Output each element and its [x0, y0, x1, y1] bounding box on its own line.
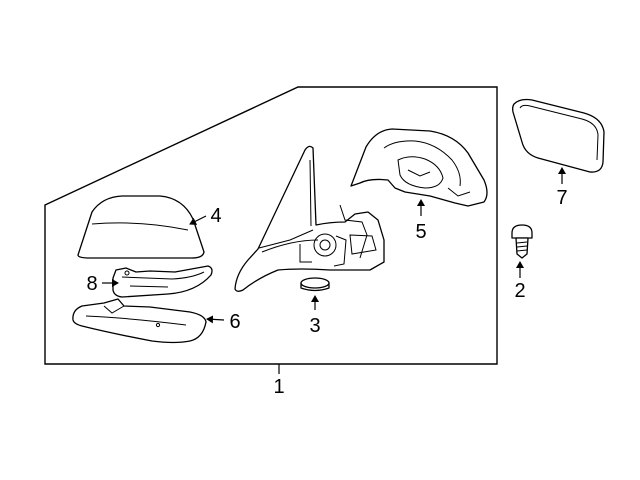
cover-cap-part	[77, 195, 205, 259]
callout-5: 5	[415, 221, 426, 243]
callout-4-arrow	[189, 215, 207, 225]
screw-part	[511, 224, 533, 259]
grommet-part	[300, 277, 330, 292]
mirror-glass-part	[512, 98, 605, 173]
mirror-base-part	[234, 145, 385, 292]
callout-3: 3	[309, 315, 320, 337]
callout-8: 8	[86, 273, 97, 295]
assembly-outline	[44, 86, 498, 365]
turn-signal-trim-part	[72, 298, 207, 344]
callout-7: 7	[556, 187, 567, 209]
turn-signal-lamp-part	[112, 265, 213, 298]
callout-2: 2	[514, 280, 525, 302]
callout-4: 4	[210, 205, 221, 227]
callout-6: 6	[229, 311, 240, 333]
housing-frame-part	[350, 128, 488, 207]
callout-1: 1	[273, 376, 284, 398]
callout-6-arrow	[206, 315, 225, 324]
